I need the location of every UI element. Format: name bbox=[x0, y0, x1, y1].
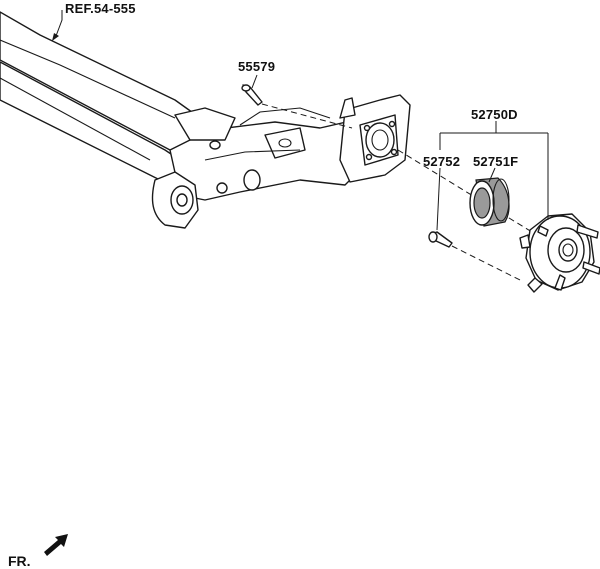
label-52751f: 52751F bbox=[473, 154, 518, 169]
leader-lines bbox=[52, 10, 549, 231]
bearing-52751f-icon bbox=[469, 177, 510, 227]
torsion-beam-axle bbox=[0, 11, 411, 229]
label-55579: 55579 bbox=[238, 59, 275, 74]
label-52752: 52752 bbox=[423, 154, 460, 169]
front-direction-arrow-icon bbox=[44, 534, 68, 556]
label-ref: REF.54-555 bbox=[65, 1, 136, 16]
bolt-52752-icon bbox=[428, 231, 453, 248]
hub-assembly-52750d-icon bbox=[519, 213, 600, 293]
label-52750d: 52750D bbox=[471, 107, 518, 122]
label-front: FR. bbox=[8, 553, 31, 569]
bolt-55579-icon bbox=[241, 84, 263, 106]
